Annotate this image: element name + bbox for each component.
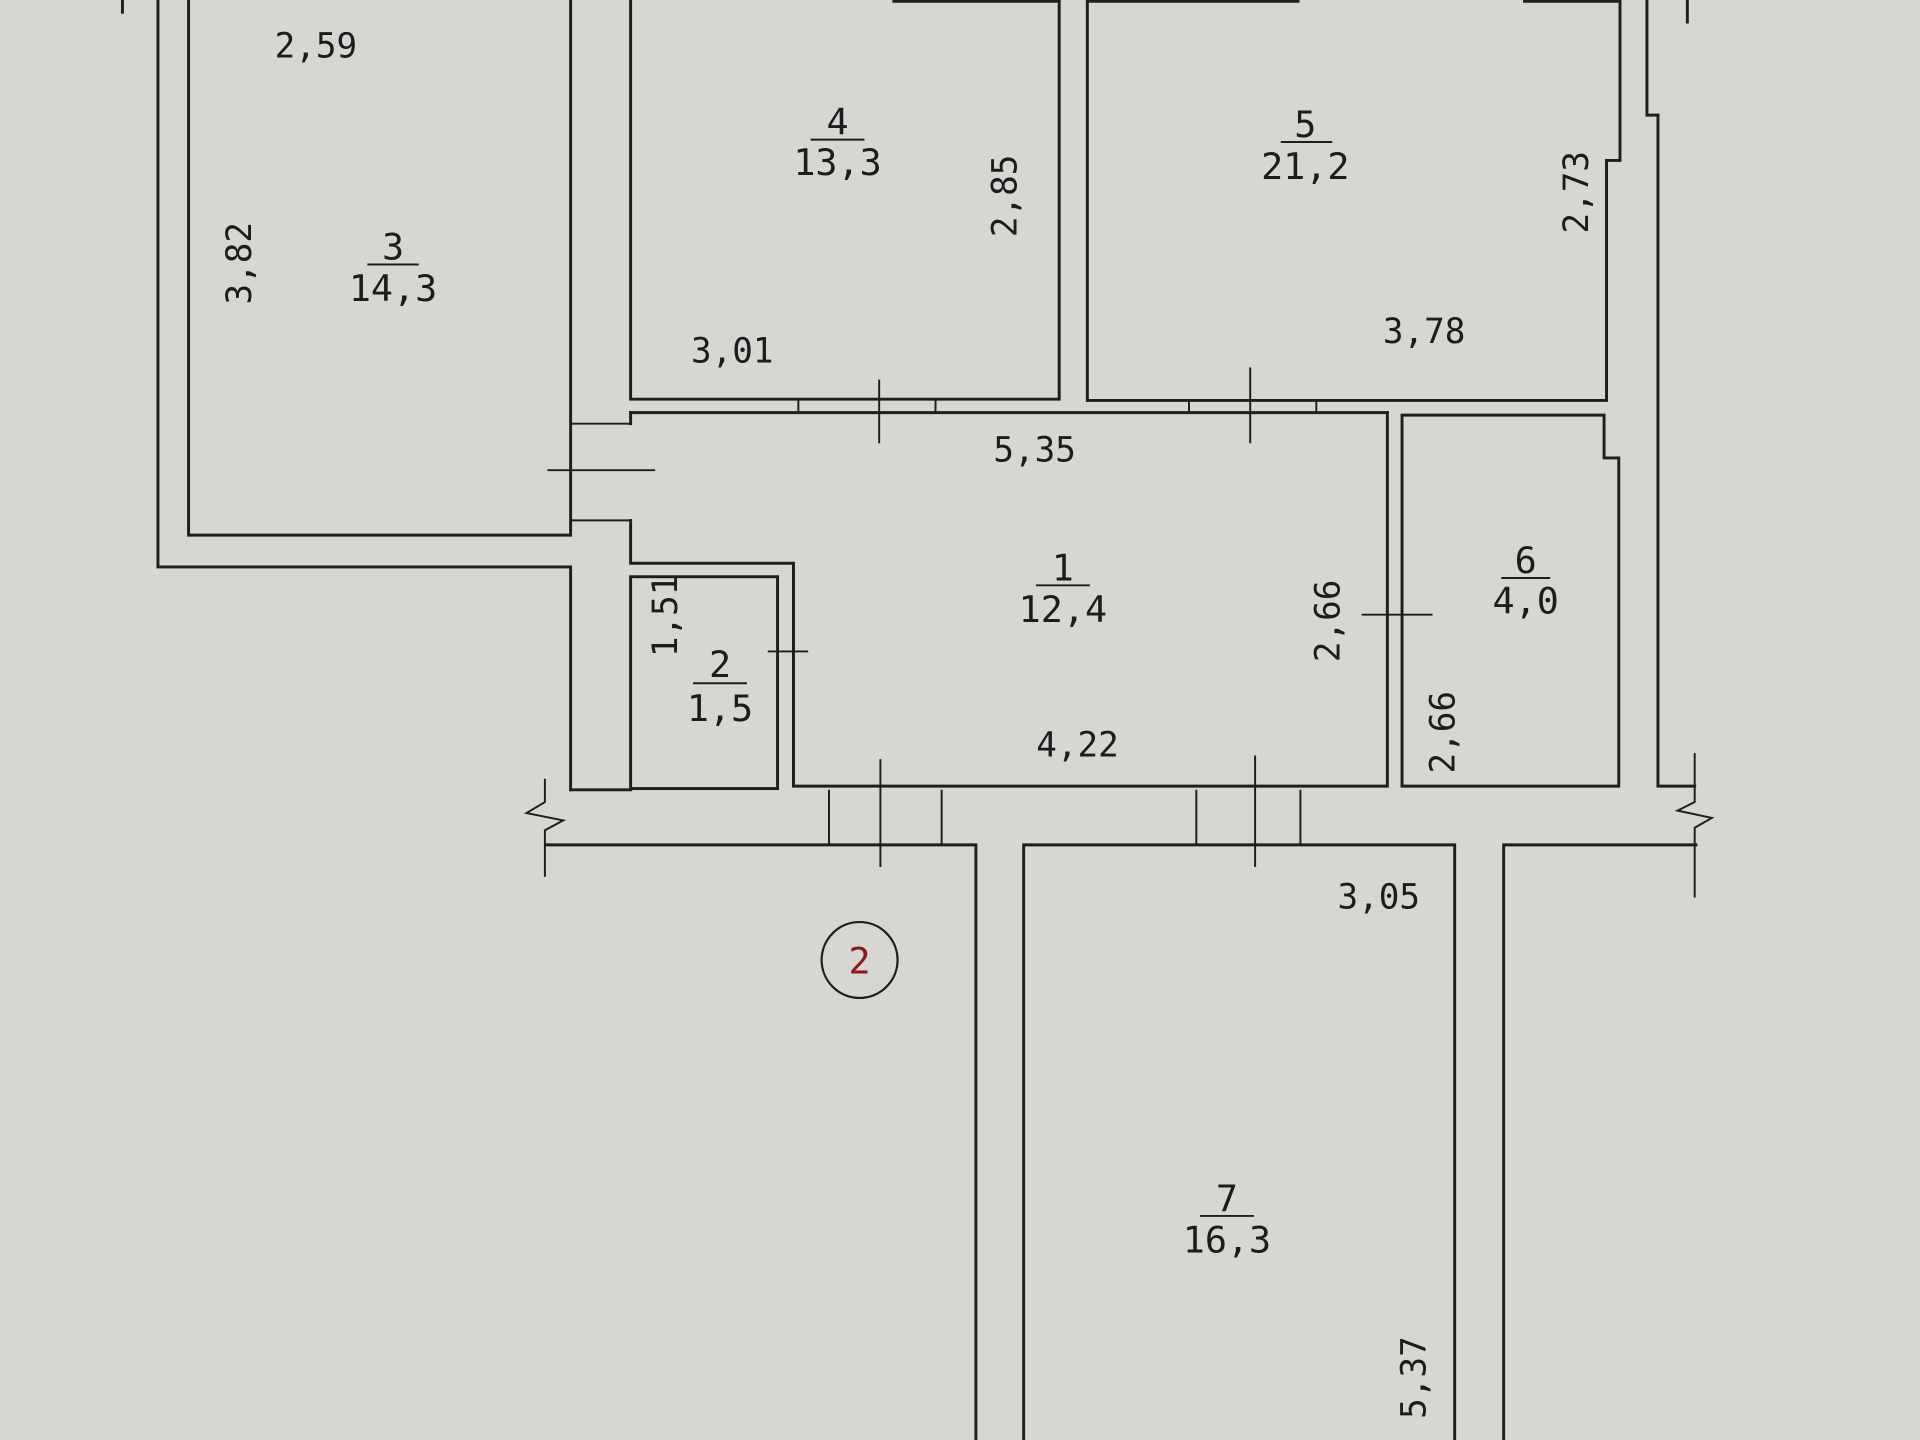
room-6-number: 6: [1515, 539, 1537, 582]
room-6-area: 4,0: [1493, 579, 1559, 622]
wall-room-3-outer: [156, 0, 573, 792]
break-symbol-left: [523, 778, 567, 877]
wall-room-3: [187, 0, 573, 537]
dim-room-7-width: 3,05: [1338, 878, 1421, 918]
room-2-number: 2: [709, 643, 731, 686]
dim-room-7-length: 5,37: [1394, 1336, 1434, 1419]
wall-room-2: [629, 575, 780, 791]
wall-room-4: [629, 0, 1061, 401]
room-5-area: 21,2: [1261, 145, 1349, 188]
wall-room-5: [1085, 0, 1622, 402]
wall-room-7: [1022, 843, 1457, 1440]
wall-room-6: [1400, 413, 1621, 788]
room-labels: 3 14,3 4 13,3 5 21,2 1 12,4 6 4,0 2 1,5 …: [349, 101, 1559, 1262]
dimension-labels: 2,59 3,82 2,85 3,01 2,73 3,78 5,35 2,66 …: [220, 27, 1597, 1419]
wall-lower-right: [1502, 843, 1698, 1440]
dim-room-2-side: 1,51: [646, 575, 686, 658]
room-1-number: 1: [1052, 546, 1074, 589]
room-4-number: 4: [826, 101, 848, 144]
room-4-area: 13,3: [793, 141, 881, 184]
room-1-area: 12,4: [1019, 588, 1107, 631]
dim-room-5-width: 3,78: [1383, 312, 1466, 352]
section-marker: 2: [820, 920, 899, 1000]
room-5-number: 5: [1294, 103, 1316, 146]
dim-room-4-length: 2,85: [985, 155, 1025, 238]
section-marker-number: 2: [849, 939, 871, 982]
dim-room-1-side: 2,66: [1309, 580, 1349, 663]
dim-room-5-length: 2,73: [1557, 151, 1597, 234]
dim-room-1-top: 5,35: [993, 431, 1076, 471]
section-marker-circle: [820, 920, 899, 1000]
wall-lower-left: [544, 843, 978, 1440]
room-3-area: 14,3: [349, 267, 437, 310]
dim-room-3-length: 3,82: [220, 222, 260, 305]
dim-room-3-width: 2,59: [275, 27, 358, 67]
dim-room-1-bottom: 4,22: [1036, 726, 1119, 766]
wall-room-1-left-lower: [629, 411, 1389, 788]
dim-room-6-side: 2,66: [1424, 691, 1464, 774]
dim-room-4-width: 3,01: [691, 331, 774, 371]
room-2-area: 1,5: [687, 687, 753, 730]
wall-right-outer: [1645, 0, 1697, 788]
room-3-number: 3: [382, 226, 404, 269]
room-7-number: 7: [1216, 1177, 1238, 1220]
break-symbol-right: [1674, 753, 1715, 898]
room-7-area: 16,3: [1183, 1219, 1271, 1262]
walls: [120, 0, 1715, 1440]
